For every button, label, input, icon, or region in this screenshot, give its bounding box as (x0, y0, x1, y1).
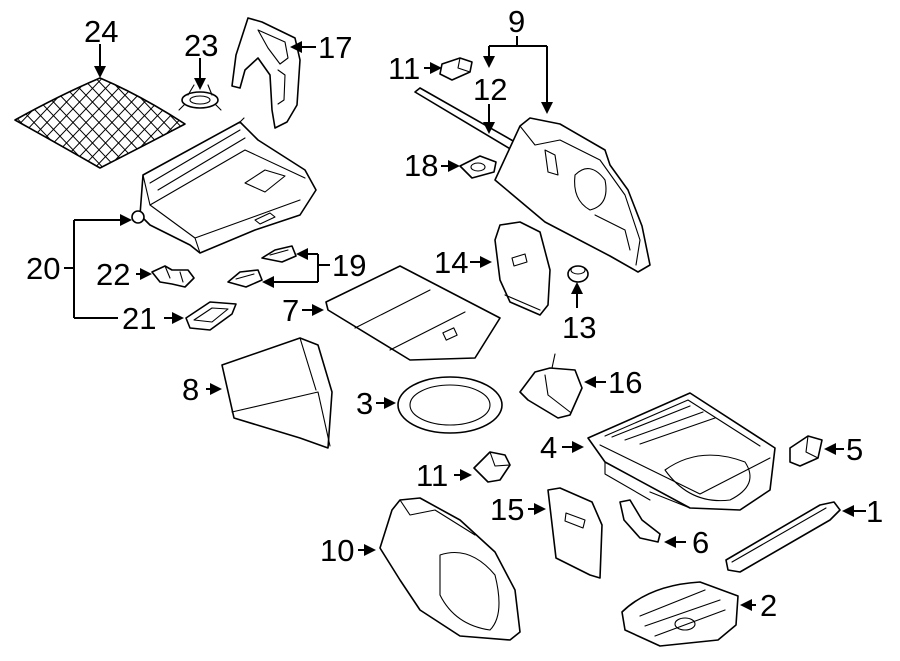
part-17-upper-trim (231, 17, 301, 129)
callout-14: 14 (434, 245, 468, 280)
callout-23: 23 (184, 28, 218, 63)
callout-3: 3 (356, 386, 373, 421)
callout-8: 8 (182, 372, 199, 407)
callout-13: 13 (562, 310, 596, 345)
part-9-side-trim (494, 117, 651, 273)
part-7-floor-panel (325, 265, 501, 361)
callout-7: 7 (282, 293, 299, 328)
callout-1: 1 (866, 494, 883, 529)
part-22-clip (151, 265, 195, 288)
part-18-clip (459, 155, 497, 179)
part-1-sill (725, 501, 841, 573)
callout-21: 21 (122, 301, 156, 336)
callout-5: 5 (846, 432, 863, 467)
callout-22: 22 (96, 257, 130, 292)
leader-lines (64, 36, 866, 611)
part-2-mat (621, 581, 739, 647)
part-8-side-panel (221, 337, 333, 449)
part-11-block-lower (473, 451, 511, 483)
callout-4: 4 (540, 430, 557, 465)
callout-2: 2 (760, 588, 777, 623)
callout-18: 18 (404, 148, 438, 183)
callout-24: 24 (84, 14, 118, 49)
part-cargo-cover (131, 117, 317, 254)
callout-20: 20 (26, 251, 60, 286)
callout-labels: 24 23 17 11 9 12 18 14 13 19 20 22 21 7 … (26, 4, 883, 623)
callout-11-upper: 11 (388, 51, 420, 86)
part-14-cover (494, 221, 551, 316)
part-6-trim (619, 499, 661, 543)
part-3-ring (397, 376, 503, 434)
callout-9: 9 (508, 4, 525, 39)
callout-19: 19 (332, 248, 366, 283)
callout-11-lower: 11 (416, 458, 448, 493)
callout-16: 16 (608, 365, 642, 400)
part-10-side-trim (379, 497, 521, 641)
part-19-clips (227, 245, 297, 288)
callout-6: 6 (692, 525, 709, 560)
part-4-spare-tray (587, 392, 776, 511)
part-23-hook (178, 84, 222, 111)
part-15-panel (547, 487, 603, 579)
callout-17: 17 (318, 30, 352, 65)
part-16-bracket (519, 353, 583, 419)
callout-10: 10 (320, 533, 354, 568)
part-5-block (789, 435, 823, 467)
callout-15: 15 (490, 492, 524, 527)
callout-12: 12 (473, 72, 507, 107)
part-21-bracket (185, 301, 237, 331)
part-11-block-upper (439, 57, 473, 81)
part-13-plug (567, 265, 589, 283)
